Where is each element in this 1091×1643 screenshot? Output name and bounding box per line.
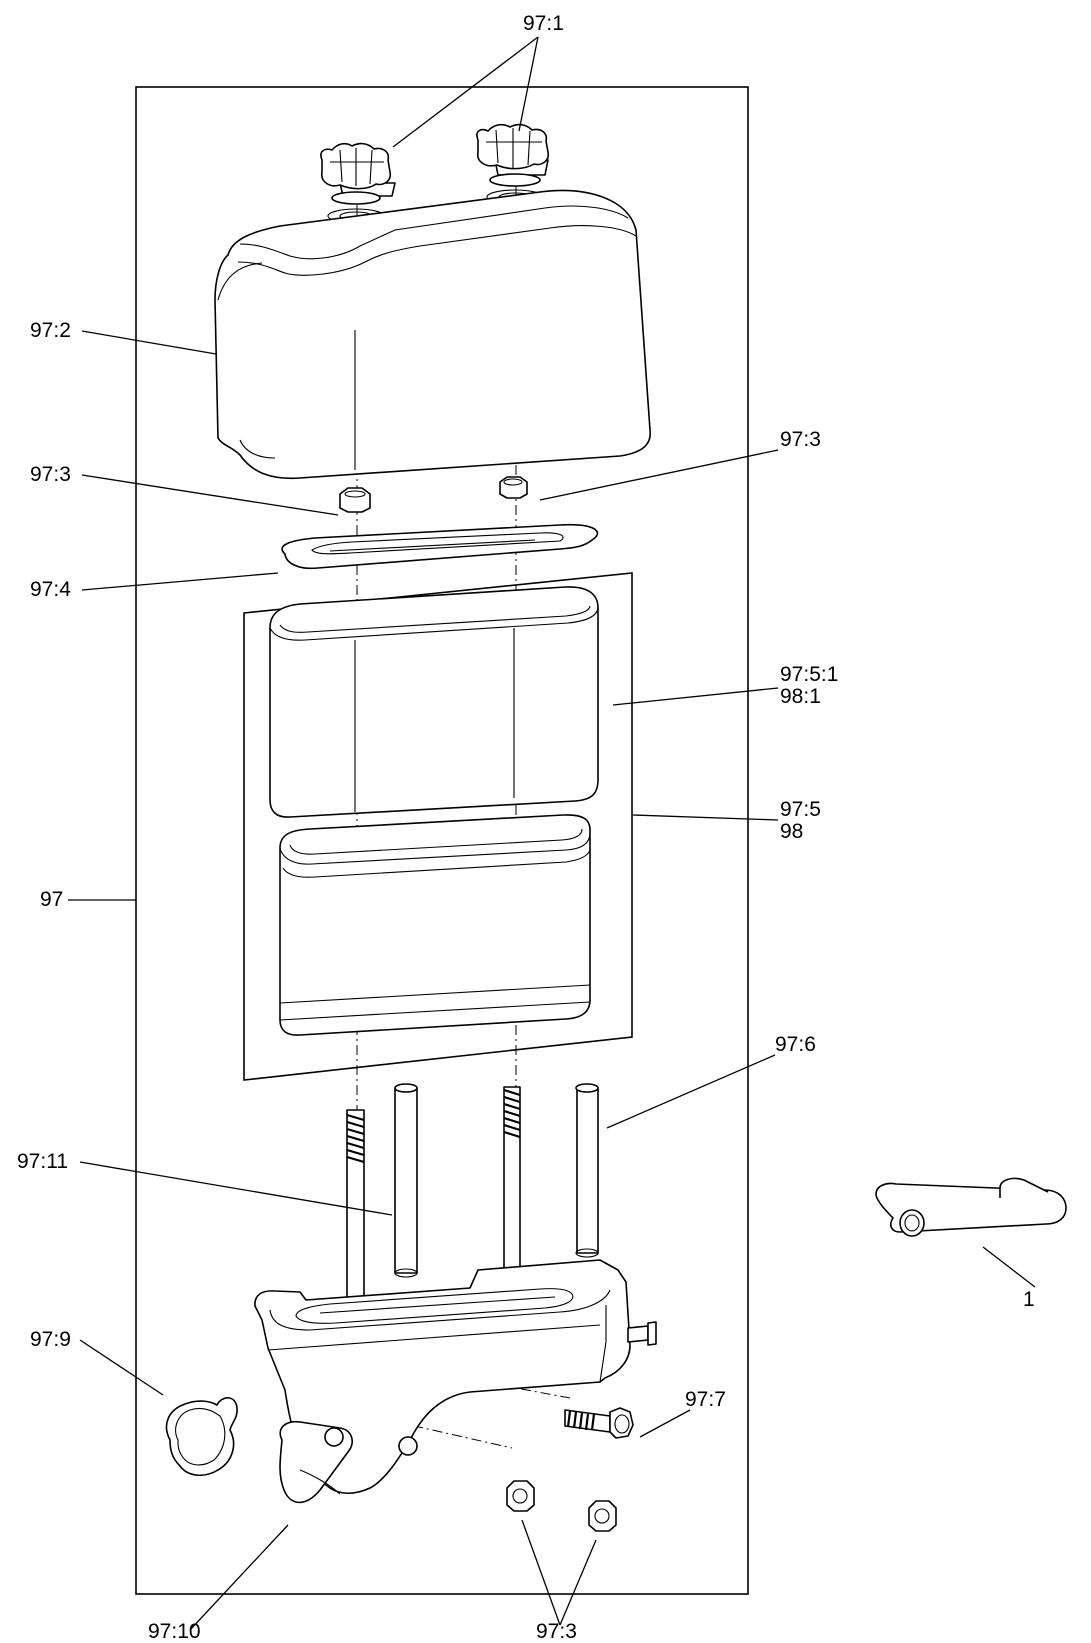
bottom-nut-right <box>588 1500 617 1532</box>
wing-knob-left <box>320 142 396 224</box>
spacer-right <box>575 1083 599 1258</box>
leader-lines <box>68 36 1036 1631</box>
callout-97-3-bottom: 97:3 <box>536 1620 577 1643</box>
hex-screw <box>564 1407 634 1439</box>
callout-97-3-right: 97:3 <box>780 428 821 451</box>
tube-wrench <box>875 1177 1067 1237</box>
callout-97-2: 97:2 <box>30 319 71 342</box>
cover-nut-right <box>499 476 528 499</box>
callout-97-6: 97:6 <box>775 1033 816 1056</box>
callout-97-11: 97:11 <box>17 1150 68 1173</box>
callout-98-1: 98:1 <box>780 685 821 708</box>
cover-seal <box>281 523 599 570</box>
air-cleaner-cover <box>214 189 651 480</box>
callout-97-1: 97:1 <box>523 12 564 35</box>
spacer-left <box>394 1083 418 1278</box>
callout-98: 98 <box>780 820 804 843</box>
filter-set-frame <box>243 572 633 1081</box>
callout-97-5-1: 97:5:1 <box>780 663 839 686</box>
callout-97-9: 97:9 <box>30 1328 71 1351</box>
air-cleaner-base <box>254 1259 657 1504</box>
callout-97: 97 <box>40 888 64 911</box>
pre-cleaner <box>269 586 599 818</box>
callout-97-3-left: 97:3 <box>30 463 71 486</box>
callout-97-10: 97:10 <box>148 1620 201 1643</box>
assembly-frame <box>135 86 749 1595</box>
filter-element <box>279 814 591 1036</box>
callout-1: 1 <box>1023 1288 1035 1311</box>
bottom-nut-left <box>506 1480 535 1512</box>
callout-97-5: 97:5 <box>780 798 821 821</box>
callout-97-4: 97:4 <box>30 578 71 601</box>
callout-97-7: 97:7 <box>685 1388 726 1411</box>
cover-nut-left <box>339 487 371 513</box>
gasket <box>165 1397 238 1476</box>
